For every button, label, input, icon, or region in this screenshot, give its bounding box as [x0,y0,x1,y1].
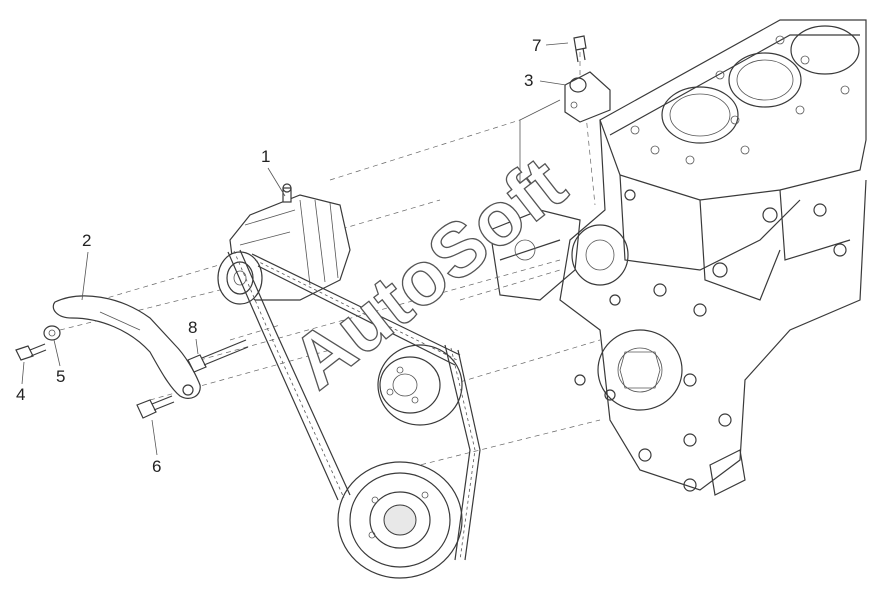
callout-1: 1 [261,147,286,197]
callout-label-2: 2 [82,231,91,250]
alternator [217,183,351,305]
engine-block [489,19,867,496]
callout-3: 3 [524,71,567,90]
callout-label-7: 7 [532,36,541,55]
pulleys [337,344,463,579]
callout-4: 4 [16,361,25,404]
drive-belt [227,249,481,561]
callout-7: 7 [532,36,569,55]
assembly-guide-lines [59,52,601,481]
callout-label-4: 4 [16,385,25,404]
callout-label-6: 6 [152,457,161,476]
callout-6: 6 [151,419,161,476]
callout-label-8: 8 [188,318,197,337]
fasteners [15,35,611,419]
callout-label-3: 3 [524,71,533,90]
callout-5: 5 [53,339,65,386]
callout-label-1: 1 [261,147,270,166]
alternator-bracket [52,295,201,399]
callout-label-5: 5 [56,367,65,386]
callout-2: 2 [81,231,91,301]
callout-8: 8 [188,318,199,355]
